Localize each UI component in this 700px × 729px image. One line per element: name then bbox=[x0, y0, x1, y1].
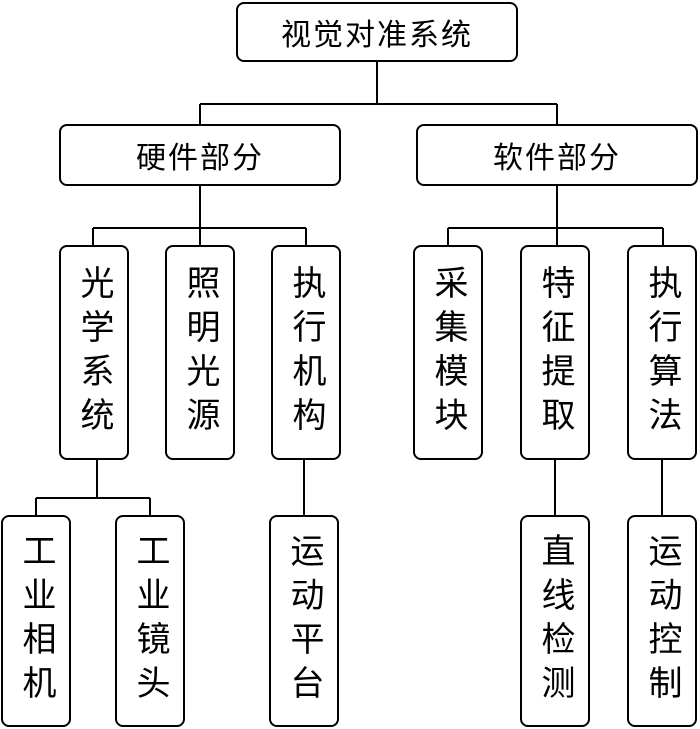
optical-system-node: 光学系统 bbox=[59, 245, 129, 460]
feature-extraction-label: 特征提取 bbox=[535, 264, 575, 441]
industrial-lens-label: 工业镜头 bbox=[130, 533, 170, 709]
execution-algorithm-label: 执行算法 bbox=[642, 264, 682, 441]
motion-platform-label: 运动平台 bbox=[284, 533, 324, 709]
actuator-label: 执行机构 bbox=[286, 264, 326, 441]
root-node: 视觉对准系统 bbox=[236, 2, 518, 62]
software-node: 软件部分 bbox=[416, 124, 698, 186]
software-node-label: 软件部分 bbox=[493, 141, 621, 176]
feature-extraction-node: 特征提取 bbox=[520, 245, 590, 460]
motion-platform-node: 运动平台 bbox=[269, 515, 339, 727]
line-detection-node: 直线检测 bbox=[520, 515, 590, 727]
acquisition-node: 采集模块 bbox=[413, 245, 483, 460]
industrial-lens-node: 工业镜头 bbox=[115, 515, 185, 727]
optical-system-label: 光学系统 bbox=[74, 264, 114, 441]
root-node-label: 视觉对准系统 bbox=[281, 18, 473, 53]
motion-control-label: 运动控制 bbox=[642, 533, 682, 709]
illumination-label: 照明光源 bbox=[180, 264, 220, 441]
motion-control-node: 运动控制 bbox=[627, 515, 697, 727]
industrial-camera-label: 工业相机 bbox=[16, 533, 56, 709]
hardware-node-label: 硬件部分 bbox=[136, 141, 264, 176]
actuator-node: 执行机构 bbox=[271, 245, 341, 460]
line-detection-label: 直线检测 bbox=[535, 533, 575, 709]
industrial-camera-node: 工业相机 bbox=[1, 515, 71, 727]
acquisition-label: 采集模块 bbox=[428, 264, 468, 441]
illumination-node: 照明光源 bbox=[165, 245, 235, 460]
execution-algorithm-node: 执行算法 bbox=[627, 245, 697, 460]
hardware-node: 硬件部分 bbox=[59, 124, 341, 186]
